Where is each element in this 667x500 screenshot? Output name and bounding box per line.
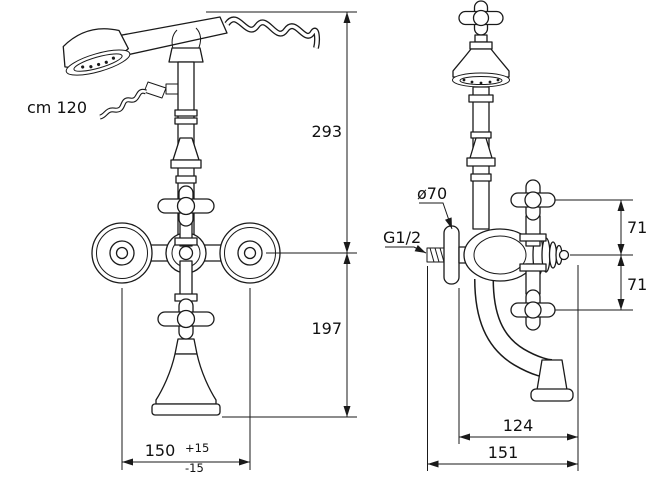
mixer-body-side <box>463 215 570 295</box>
hose-length-label: cm 120 <box>27 98 87 117</box>
thread-label: G1/2 <box>383 228 421 247</box>
wall-union-left <box>91 222 153 284</box>
tolerance-minus-label: -15 <box>185 461 204 475</box>
dim-124-label: 124 <box>503 416 534 435</box>
dim-293-label: 293 <box>311 122 342 141</box>
spout-front <box>151 338 221 416</box>
side-view <box>426 0 574 402</box>
dim-thread: G1/2 <box>383 228 427 254</box>
shower-hose-coil <box>224 16 320 49</box>
cross-handle-top-front <box>157 185 215 247</box>
wall-escutcheon <box>443 225 460 285</box>
spout-side <box>474 278 574 402</box>
dim-height-chain: 293 197 <box>206 11 357 418</box>
dim-71-lower-label: 71 <box>627 275 647 294</box>
dim-197-label: 197 <box>311 319 342 338</box>
cross-handle-bottom-front <box>157 260 215 340</box>
dim-71-upper-label: 71 <box>627 218 647 237</box>
handshower <box>62 16 228 76</box>
dim-150: 150 +15 -15 <box>121 288 251 475</box>
handshower-cradle <box>168 27 204 63</box>
front-view <box>62 16 320 416</box>
dim-150-label: 150 <box>145 441 176 460</box>
handshower-head <box>62 28 131 76</box>
dim-diameter: ø70 <box>417 184 453 230</box>
riser-column-side <box>466 86 496 230</box>
hose-sample <box>99 81 179 120</box>
dimensions: cm 120 293 197 ø70 G1/2 <box>27 11 647 475</box>
hose-fitting <box>165 83 179 95</box>
mixer-body-front <box>91 222 281 284</box>
cross-handle-upper-side <box>510 179 556 221</box>
dim-151: 151 <box>427 266 578 471</box>
cross-handle-top-side <box>458 0 504 50</box>
shower-head <box>452 48 510 88</box>
dim-124: 124 <box>458 265 579 471</box>
thread-nipple <box>426 247 445 263</box>
dim-71-chain: 71 71 <box>555 199 647 311</box>
diameter-label: ø70 <box>417 184 447 203</box>
hose-nut <box>143 81 167 99</box>
tolerance-plus-label: +15 <box>185 441 209 455</box>
wall-union-right <box>219 222 281 284</box>
cross-handle-lower-side <box>510 289 556 331</box>
dim-151-label: 151 <box>488 443 519 462</box>
